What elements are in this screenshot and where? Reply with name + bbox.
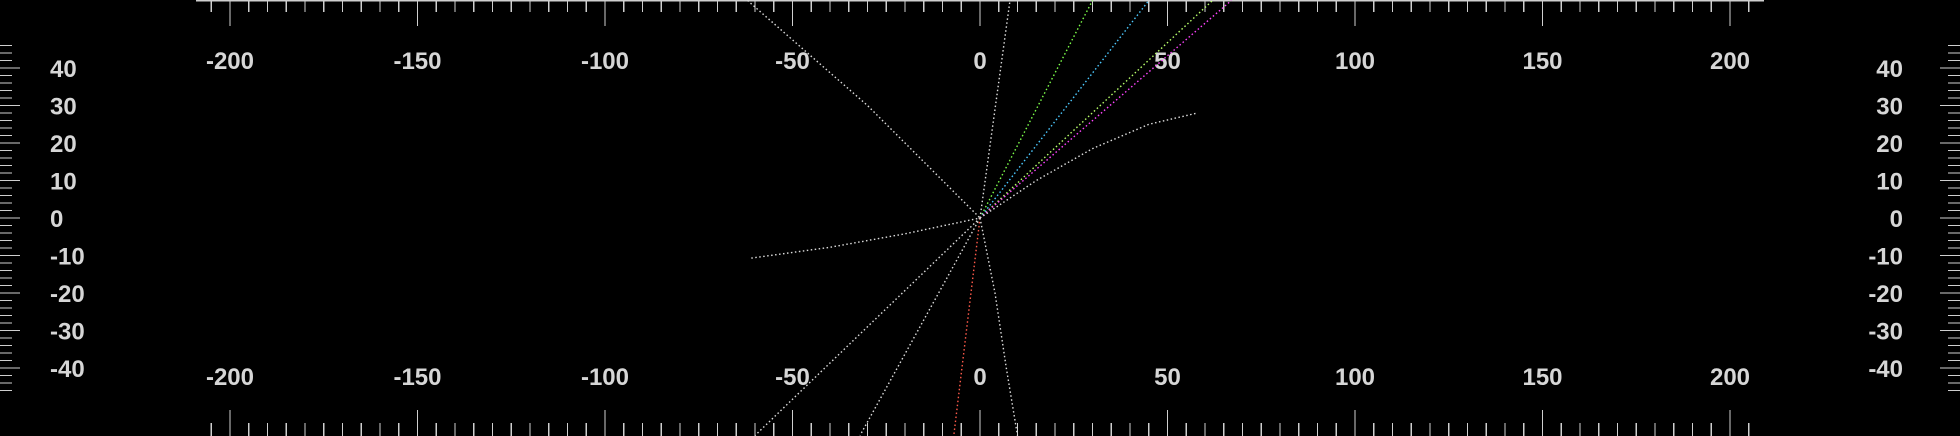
x-tick-label-bottom: -150 [393, 364, 441, 391]
series-line-4 [979, 0, 1150, 219]
x-tick-label-top: 200 [1710, 48, 1750, 75]
y-axis-right-labels: 40 30 20 10 0 -10 -20 -30 -40 [1868, 56, 1903, 383]
x-tick-label-bottom: -50 [775, 364, 810, 391]
x-tick-label-bottom: -100 [581, 364, 629, 391]
y-tick-label-right: 40 [1876, 56, 1903, 83]
x-tick-label-bottom: -200 [206, 364, 254, 391]
y-tick-label-right: 10 [1876, 169, 1903, 196]
series-line-10 [859, 217, 981, 436]
x-tick-label-bottom: 50 [1154, 364, 1181, 391]
x-axis-bottom-ruler [210, 410, 1750, 436]
x-tick-label-bottom: 100 [1335, 364, 1375, 391]
x-tick-label-top: 0 [973, 48, 986, 75]
x-tick-label-top: -150 [393, 48, 441, 75]
y-tick-label-right: -20 [1868, 281, 1903, 308]
x-tick-label-top: -100 [581, 48, 629, 75]
y-tick-label-right: 0 [1890, 206, 1903, 233]
series-line-2 [979, 0, 1011, 219]
x-tick-label-top: 50 [1154, 48, 1181, 75]
y-tick-label-left: 10 [50, 169, 77, 196]
x-tick-label-top: 150 [1522, 48, 1562, 75]
series-line-7 [979, 112, 1198, 219]
y-tick-label-right: 20 [1876, 131, 1903, 158]
y-tick-label-left: 0 [50, 206, 63, 233]
y-tick-label-left: -10 [50, 244, 85, 271]
x-axis-top-ruler [196, 0, 1764, 26]
x-tick-label-top: -50 [775, 48, 810, 75]
chart-series [747, 0, 1232, 436]
y-tick-label-left: 30 [50, 94, 77, 121]
y-tick-label-right: -10 [1868, 244, 1903, 271]
y-tick-label-left: -40 [50, 356, 85, 383]
series-line-6 [979, 0, 1232, 219]
y-tick-label-left: -30 [50, 319, 85, 346]
x-tick-label-top: -200 [206, 48, 254, 75]
series-line-9 [754, 217, 981, 436]
x-axis-bottom-labels: -200 -150 -100 -50 0 50 100 150 200 [206, 364, 1750, 391]
y-tick-label-right: -40 [1868, 356, 1903, 383]
y-axis-left-ruler [0, 44, 20, 392]
x-tick-label-bottom: 200 [1710, 364, 1750, 391]
series-line-3 [979, 0, 1094, 219]
y-tick-label-left: 40 [50, 56, 77, 83]
y-tick-label-right: -30 [1868, 319, 1903, 346]
y-tick-label-right: 30 [1876, 94, 1903, 121]
x-tick-label-bottom: 0 [973, 364, 986, 391]
y-tick-label-left: 20 [50, 131, 77, 158]
y-tick-label-left: -20 [50, 281, 85, 308]
series-line-5 [979, 0, 1213, 219]
x-axis-top-labels: -200 -150 -100 -50 0 50 100 150 200 [206, 48, 1750, 75]
x-tick-label-bottom: 150 [1522, 364, 1562, 391]
series-line-11 [953, 217, 981, 436]
y-axis-right-ruler [1940, 44, 1960, 392]
series-line-1 [747, 0, 981, 219]
series-line-12 [979, 217, 1019, 436]
x-tick-label-top: 100 [1335, 48, 1375, 75]
y-axis-left-labels: 40 30 20 10 0 -10 -20 -30 -40 [50, 56, 85, 383]
